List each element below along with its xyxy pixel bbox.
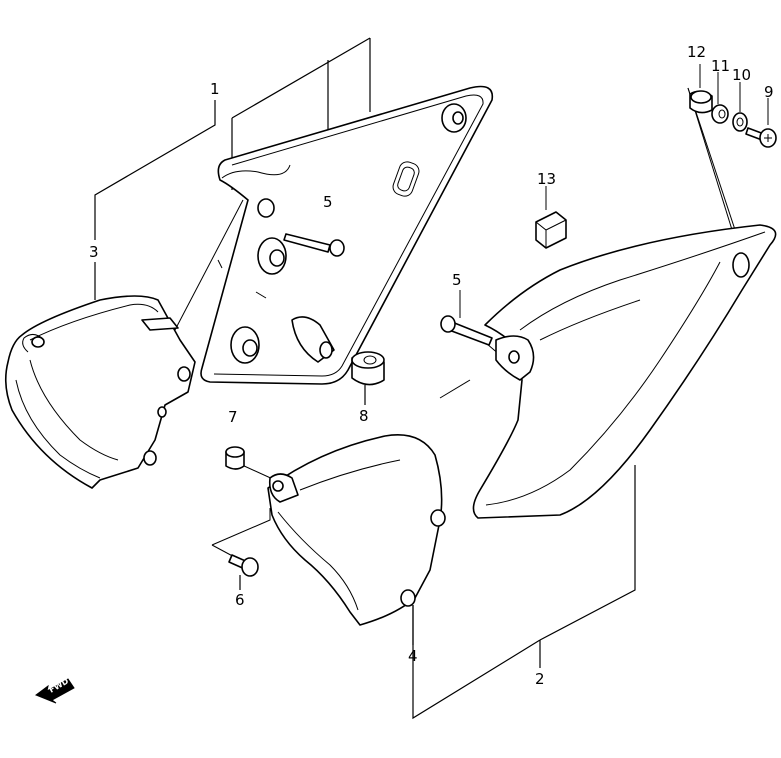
callout-9: 9 (764, 83, 774, 101)
grommet-7 (225, 446, 245, 470)
callout-3: 3 (89, 243, 99, 261)
screw-5-lower (440, 315, 493, 346)
block-13 (535, 211, 567, 249)
collar-11 (711, 104, 729, 124)
callout-11: 11 (711, 57, 730, 75)
callout-numbers: 1 2 3 4 5 5 6 7 8 9 10 11 12 13 (89, 43, 774, 688)
callout-5-lower: 5 (452, 271, 462, 289)
callout-6: 6 (235, 591, 245, 609)
cushion-8 (351, 351, 385, 386)
bolt-9 (745, 127, 777, 148)
callout-1: 1 (210, 80, 220, 98)
callout-4: 4 (408, 647, 418, 665)
grommet-12 (689, 90, 713, 114)
screw-5-upper (283, 233, 345, 257)
callout-7: 7 (228, 408, 238, 426)
front-frame-cover (4, 295, 196, 489)
callout-2: 2 (535, 670, 545, 688)
leader-lines (94, 37, 769, 720)
lower-fairing-panel (267, 434, 446, 626)
callout-12: 12 (687, 43, 706, 61)
washer-10 (732, 112, 748, 132)
callout-5-upper: 5 (323, 193, 333, 211)
callout-8: 8 (359, 407, 369, 425)
callout-13: 13 (537, 170, 556, 188)
upper-side-cover (200, 85, 494, 385)
screw-6 (228, 554, 259, 577)
fwd-arrow-icon: FWD (34, 676, 75, 704)
callout-10: 10 (732, 66, 751, 84)
rear-side-cover (472, 224, 777, 519)
